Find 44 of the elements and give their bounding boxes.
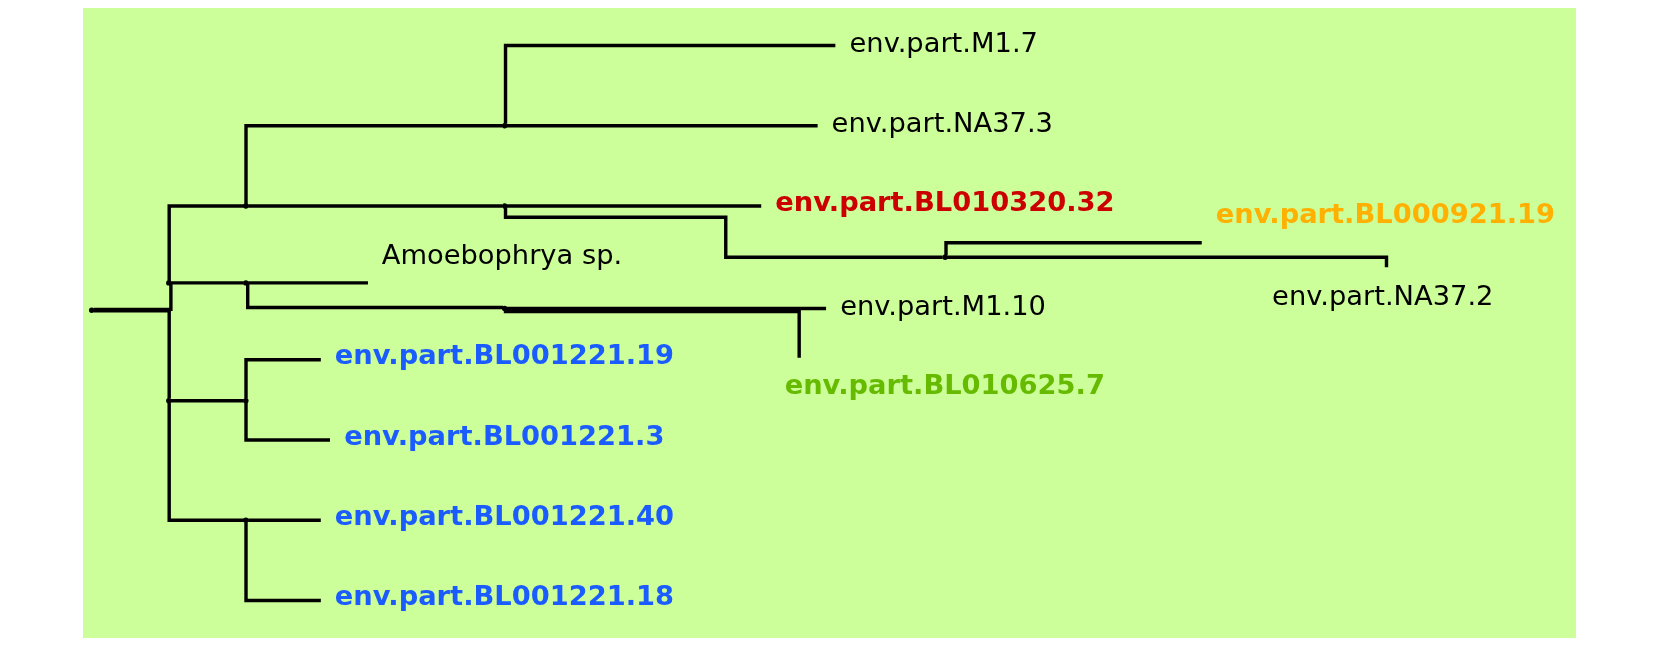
node-point [501, 123, 507, 129]
connector [243, 522, 321, 603]
connector [243, 124, 502, 205]
connector [506, 306, 826, 311]
connector [506, 204, 761, 208]
connector [247, 281, 368, 285]
node-point [242, 517, 249, 523]
node-text: env.part.BL001221.3 [343, 419, 664, 451]
connector [247, 518, 321, 522]
node-point [165, 398, 171, 404]
connector [245, 283, 503, 310]
connector [247, 204, 502, 208]
node-point [501, 203, 507, 209]
node-point [501, 305, 507, 312]
connector [506, 124, 818, 128]
node-point [242, 280, 249, 286]
node-point [242, 203, 249, 209]
node-text: env.part.BL010320.32 [774, 185, 1115, 217]
connector [243, 402, 330, 442]
node-text: env.part.BL001221.19 [334, 339, 674, 371]
node-text: env.part.NA37.3 [831, 107, 1053, 139]
connector [503, 207, 943, 259]
node-text: env.part.M1.7 [849, 27, 1038, 59]
node-text: Amoebophrya sp. [381, 238, 622, 270]
connector [166, 204, 244, 281]
node-point [88, 307, 94, 313]
node-text: env.part.BL001221.18 [334, 580, 674, 612]
connector [503, 43, 835, 124]
connector [170, 398, 244, 403]
connector [93, 283, 173, 312]
node-text: env.part.BL000921.19 [1215, 197, 1555, 229]
connector [943, 241, 1202, 255]
node-point [941, 254, 948, 260]
connector [166, 402, 244, 522]
node-text: env.part.NA37.2 [1271, 279, 1493, 311]
node-text: env.part.BL001221.40 [334, 499, 674, 531]
connector [243, 358, 321, 399]
node-text: env.part.BL010625.7 [784, 368, 1105, 400]
node-text: env.part.M1.10 [839, 289, 1046, 321]
node-point [242, 398, 249, 404]
node-point [165, 280, 171, 286]
connector [93, 309, 171, 399]
connector [503, 308, 801, 358]
connector [170, 281, 244, 285]
